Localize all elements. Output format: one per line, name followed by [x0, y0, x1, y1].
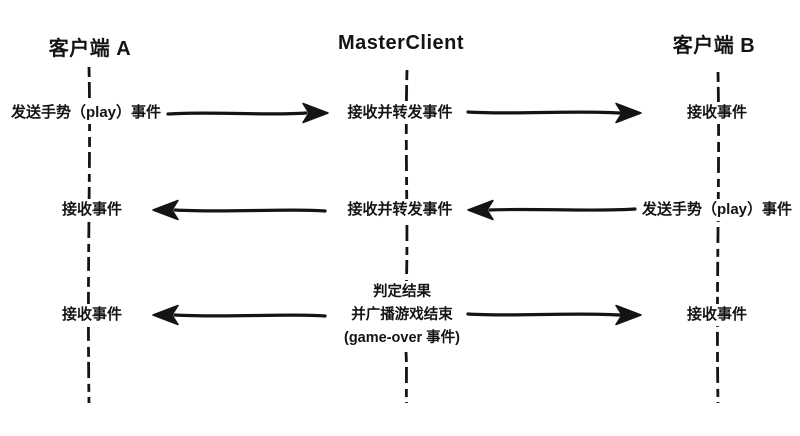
arrow-shaft — [466, 110, 622, 115]
arrow-shaft — [466, 312, 622, 317]
msg-row3-master-judge-broadcast: 判定结果 并广播游戏结束 (game-over 事件) — [344, 281, 460, 350]
msg-row1-master-forward: 接收并转发事件 — [343, 102, 457, 124]
arrowhead-right-icon — [615, 102, 642, 124]
arrowhead-left-icon — [152, 199, 179, 221]
msg-line-broadcast-end: 并广播游戏结束 — [351, 307, 453, 323]
arrowhead-right-icon — [615, 304, 642, 326]
lifeline-master-client-upper — [404, 69, 409, 282]
actor-header-client-b: 客户端 B — [672, 35, 756, 57]
msg-line-judge-result: 判定结果 — [373, 284, 431, 300]
arrow-row3-master-to-b — [466, 304, 642, 326]
msg-row2-client-a-receive: 接收事件 — [57, 199, 127, 221]
arrow-row1-master-to-b — [466, 102, 642, 124]
arrow-shaft — [488, 207, 637, 212]
msg-row3-client-b-receive: 接收事件 — [682, 304, 752, 326]
arrow-row3-master-to-a — [152, 304, 327, 326]
actor-header-client-a: 客户端 A — [48, 38, 132, 60]
msg-line-game-over-event: (game-over 事件) — [343, 330, 461, 346]
arrow-shaft — [166, 111, 308, 116]
lifeline-master-client-lower — [404, 351, 408, 404]
msg-row1-client-a-send-play: 发送手势（play）事件 — [6, 102, 166, 124]
msg-row3-client-a-receive: 接收事件 — [57, 304, 127, 326]
arrowhead-right-icon — [302, 102, 329, 124]
arrow-row2-b-to-master — [467, 199, 637, 221]
arrowhead-left-icon — [152, 304, 179, 326]
actor-header-master-client: MasterClient — [337, 32, 465, 54]
arrowhead-left-icon — [467, 199, 494, 221]
arrow-shaft — [173, 313, 327, 318]
msg-row1-client-b-receive: 接收事件 — [682, 102, 752, 124]
arrow-shaft — [173, 208, 327, 213]
msg-row2-master-forward: 接收并转发事件 — [343, 199, 457, 221]
arrow-row1-a-to-master — [166, 102, 329, 124]
msg-row2-client-b-send-play: 发送手势（play）事件 — [637, 199, 797, 221]
arrow-row2-master-to-a — [152, 199, 327, 221]
